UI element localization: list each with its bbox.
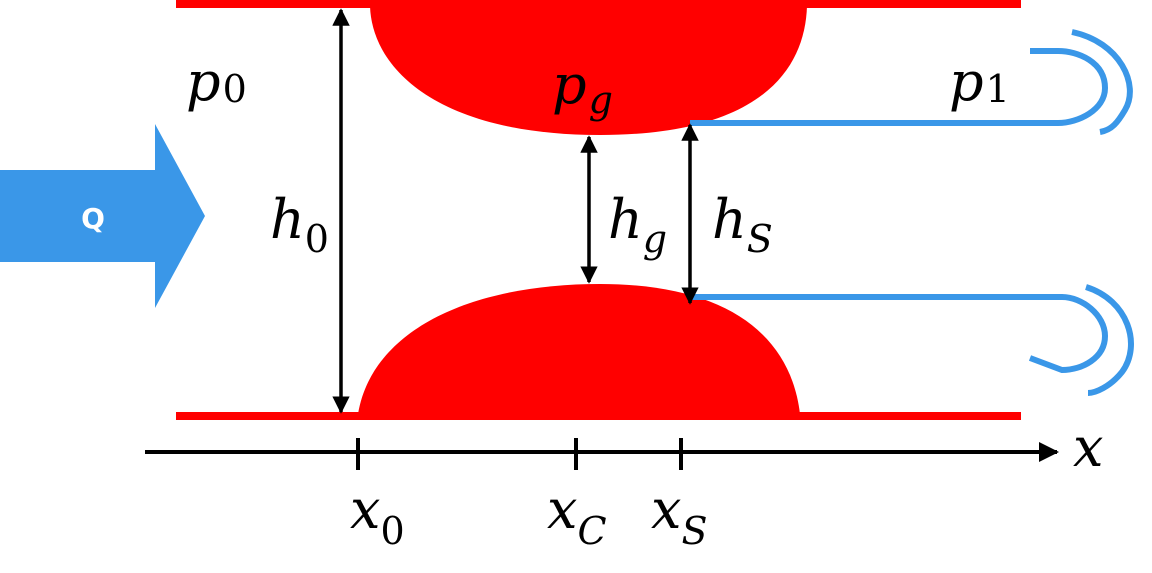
- upper-outlet-vortex: [1071, 29, 1133, 135]
- xc-tick-label: xC: [547, 478, 607, 553]
- hg-label: hg: [608, 188, 667, 261]
- lower-outlet-streamline: [690, 294, 1109, 374]
- xs-tick-label: xS: [651, 478, 708, 553]
- top-wall: [176, 0, 1021, 8]
- h0-label: h0: [270, 188, 329, 261]
- top-bump: [370, 6, 807, 135]
- bottom-bump: [358, 284, 800, 414]
- outlet-pressure-label: p1: [949, 50, 1010, 113]
- hs-label: hS: [712, 188, 773, 261]
- lower-outlet-vortex: [1085, 284, 1134, 396]
- flow-label: Q: [81, 202, 105, 235]
- x-axis-label: x: [1073, 416, 1103, 479]
- x0-tick-label: x0: [350, 478, 405, 553]
- bottom-wall: [176, 412, 1021, 420]
- upper-outlet-streamline: [690, 48, 1109, 126]
- inlet-pressure-label: p0: [186, 50, 247, 113]
- gap-pressure-label: pg: [552, 53, 613, 122]
- inflow-arrow: [0, 124, 205, 308]
